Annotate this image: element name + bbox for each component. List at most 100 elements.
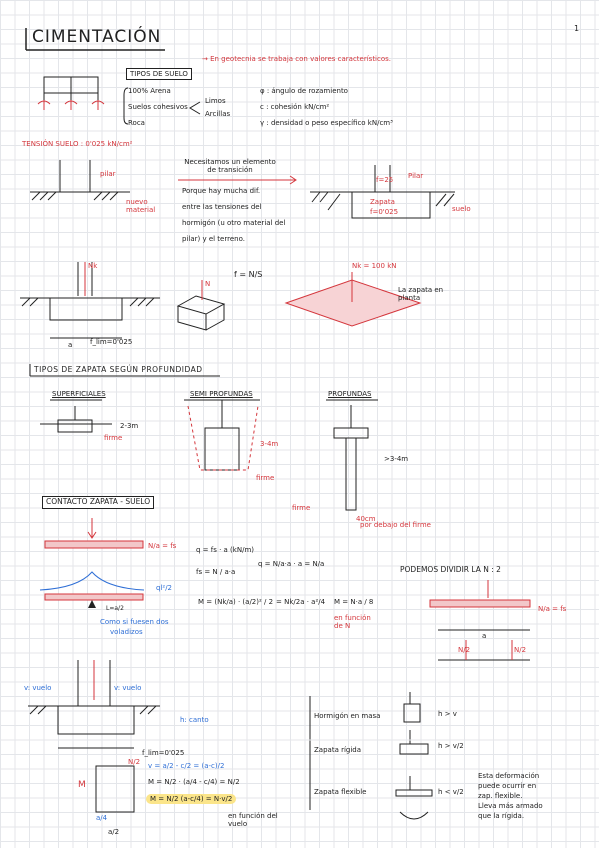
vuelo-section (28, 660, 160, 749)
n2-b: N/2 (514, 646, 527, 654)
prof-title: PROFUNDAS (328, 390, 372, 398)
nuevo-material-label: nuevo material (126, 198, 156, 215)
porque-1: Porque hay mucha dif. (182, 187, 261, 195)
a2-label-vuelo: a/2 (108, 828, 120, 836)
q-eq2: q = N/a·a · a = N/a (258, 560, 325, 568)
a2-label: a (482, 632, 487, 640)
v-vuelo-r: v: vuelo (114, 684, 142, 692)
tension-suelo: TENSIÓN SUELO : 0'025 kN/cm² (22, 140, 133, 148)
por-debajo: por debajo del firme (360, 521, 431, 529)
param-c: c : cohesión kN/cm² (260, 103, 330, 111)
suelo-arcillas: Arcillas (205, 110, 231, 118)
plan-zapata (284, 279, 422, 327)
necesitamos-text: Necesitamos un elemento de transición (184, 158, 276, 175)
dim-40: 40cm (356, 515, 376, 523)
porque-2: entre las tensiones del (182, 203, 262, 211)
n-cube-label: N (205, 280, 211, 288)
fs-eq: fs = N / a·a (196, 568, 236, 576)
tipos-suelo-box: TIPOS DE SUELO (126, 68, 192, 81)
m-eq-vuelo: M = N/2 · (a/4 - c/4) = N/2 (148, 778, 240, 786)
masa-cond: h > v (438, 710, 457, 718)
dim-2m: 2-3m (120, 422, 139, 430)
section-footing (20, 297, 160, 339)
flexible-label: Zapata flexible (314, 788, 367, 796)
podemos-dividir: PODEMOS DIVIDIR LA N : 2 (400, 565, 501, 574)
firme-1: firme (104, 434, 123, 442)
profundidad-heading: TIPOS DE ZAPATA SEGÚN PROFUNDIDAD (34, 365, 203, 374)
m-res: M = N·a / 8 (334, 598, 374, 606)
zap-icons (395, 692, 433, 820)
firme-3: firme (292, 504, 311, 512)
pilar-right-label: Pilar (408, 172, 424, 180)
page-title: CIMENTACIÓN (32, 27, 162, 47)
param-phi: φ : ángulo de rozamiento (260, 87, 348, 95)
pillar-ground-left (30, 160, 130, 201)
formula-f-ns: f = N/S (234, 270, 263, 279)
semi-footing (184, 399, 260, 471)
zapata-label: Zapata (370, 198, 395, 206)
m-eq2: = Nk/2a · a²/4 (276, 598, 326, 606)
a-label: a (68, 341, 73, 349)
flim-label: f_lim=0'025 (90, 338, 133, 346)
flim-2: f_lim=0'025 (142, 749, 185, 757)
nota-5: que la rígida. (478, 812, 525, 820)
v-vuelo-l: v: vuelo (24, 684, 52, 692)
n-a-fs2: N/a = fs (538, 605, 567, 613)
como-1: Como si fuesen dos (100, 618, 169, 626)
m-highlight: M = N/2 (a-c/4) = N·v/2 (146, 794, 237, 805)
a4-label: a/4 (96, 814, 108, 822)
porque-4: pilar) y el terreno. (182, 235, 245, 243)
n2-a: N/2 (458, 646, 471, 654)
q-eq: q = fs · a (kN/m) (196, 546, 254, 554)
l-a2-label: L=a/2 (106, 605, 124, 612)
rigida-label: Zapata rígida (314, 746, 362, 754)
firme-2: firme (256, 474, 275, 482)
contacto-heading: CONTACTO ZAPATA - SUELO (42, 496, 155, 509)
m-vuelo: M (78, 780, 86, 790)
ql2-label: ql²/2 (156, 584, 173, 592)
como-2: voladizos (110, 628, 143, 636)
superficial-footing (40, 399, 112, 433)
cube (176, 295, 226, 331)
page-number: 1 (574, 24, 580, 33)
en-funcion-vuelo: en función del vuelo (228, 812, 278, 829)
masa-label: Hormigón en masa (314, 712, 381, 720)
zapata-planta-label: La zapata en planta (398, 286, 444, 303)
sup-title: SUPERFICIALES (52, 390, 106, 398)
dim-gt: >3-4m (384, 455, 409, 463)
nk-label: Nk (88, 262, 98, 270)
intro-note: → En geotecnia se trabaja con valores ca… (202, 55, 392, 63)
pilar-left-label: pilar (100, 170, 116, 178)
brace (123, 87, 129, 125)
nota-4: Lleva más armado (478, 802, 543, 810)
frame-sketch (43, 76, 99, 100)
n-a-fs: N/a = fs (148, 542, 177, 550)
suelo-limos: Limos (205, 97, 226, 105)
n2-vuelo: N/2 (128, 758, 141, 766)
f0025-label: f=0'025 (370, 208, 399, 216)
param-gamma: γ : densidad o peso específico kN/cm³ (260, 119, 393, 127)
footing-right (310, 165, 455, 219)
rigida-cond: h > v/2 (438, 742, 464, 750)
f25-label: f=25 (376, 176, 394, 184)
deflection-curve (39, 571, 145, 591)
nota-2: puede ocurrir en (478, 782, 537, 790)
nk-plan-label: Nk = 100 kN (352, 262, 397, 270)
deep-pile (326, 399, 378, 511)
reaction-arrows (37, 100, 105, 110)
semi-title: SEMI PROFUNDAS (190, 390, 253, 398)
en-funcion-n: en función de N (334, 614, 371, 631)
m-eq: M = (Nk/a) · (a/2)² / 2 (198, 598, 274, 606)
suelo-roca: Roca (128, 119, 145, 127)
porque-3: hormigón (u otro material del (182, 219, 286, 227)
h-canto: h: canto (180, 716, 209, 724)
suelo-cohesivos: Suelos cohesivos (128, 103, 188, 111)
suelo-arena: 100% Arena (128, 87, 171, 95)
brace-small (189, 101, 201, 115)
v-eq: v = a/2 - c/2 = (a-c)/2 (148, 762, 225, 770)
nota-1: Esta deformación (478, 772, 540, 780)
nota-3: zap. flexible. (478, 792, 523, 800)
dim-34: 3-4m (260, 440, 279, 448)
flexible-cond: h < v/2 (438, 788, 464, 796)
